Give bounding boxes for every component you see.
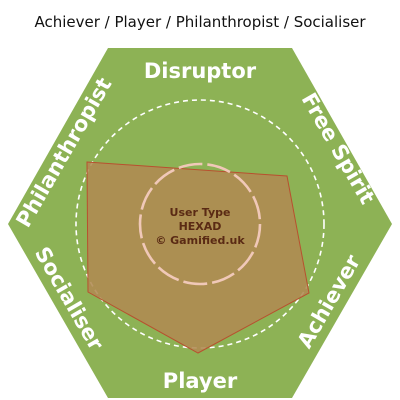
label-disruptor: Disruptor [144, 59, 257, 83]
user-profile-polygon [86, 161, 310, 354]
dashed-guide-circle [75, 99, 325, 349]
inner-dashed-circle [138, 162, 262, 286]
center-title-line2: HEXAD [179, 220, 222, 233]
label-player: Player [163, 369, 238, 393]
center-copyright: © Gamified.uk [155, 234, 245, 247]
center-title-line1: User Type [170, 206, 231, 219]
page-title: Achiever / Player / Philanthropist / Soc… [34, 13, 366, 31]
